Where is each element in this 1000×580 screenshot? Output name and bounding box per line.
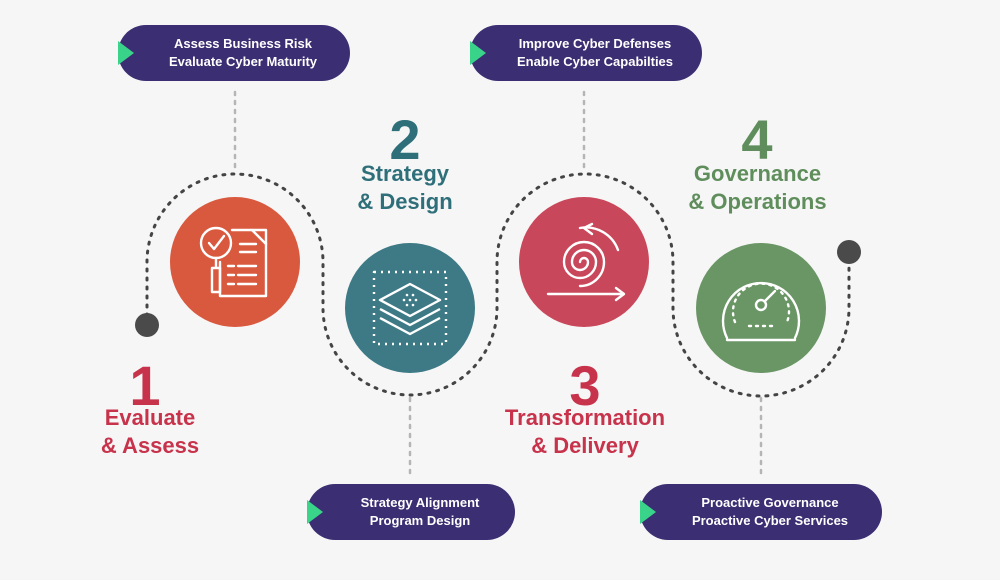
pill-marker-icon bbox=[640, 500, 656, 524]
pill-line: Strategy Alignment bbox=[360, 495, 480, 510]
pill-line: Proactive Cyber Services bbox=[691, 513, 849, 528]
step-4-number: 4 bbox=[741, 108, 773, 171]
step-title-line: & Delivery bbox=[531, 433, 639, 458]
step-2-circle bbox=[345, 243, 475, 373]
step-title-line: Evaluate bbox=[104, 405, 196, 430]
dotted-path bbox=[145, 172, 851, 398]
pill-line: Proactive Governance bbox=[701, 495, 839, 510]
pill-line: Assess Business Risk bbox=[173, 36, 313, 51]
step-3-title: Transformation & Delivery bbox=[480, 404, 690, 460]
step-1-pill: Assess Business Risk Evaluate Cyber Matu… bbox=[118, 25, 350, 81]
step-title-line: & Operations bbox=[688, 189, 827, 214]
pill-marker-icon bbox=[307, 500, 323, 524]
spiral-arrow-icon bbox=[546, 222, 626, 302]
pill-line: Program Design bbox=[369, 513, 471, 528]
step-1-title: Evaluate & Assess bbox=[70, 404, 230, 460]
step-4-circle bbox=[696, 243, 826, 373]
step-title-line: Governance bbox=[693, 161, 822, 186]
magnifier-document-checklist-icon bbox=[199, 226, 268, 298]
step-title-line: Strategy bbox=[360, 161, 450, 186]
step-1-number: 1 bbox=[129, 354, 161, 417]
speedometer-gauge-icon bbox=[721, 281, 801, 342]
step-1-circle bbox=[170, 197, 300, 327]
pill-marker-icon bbox=[470, 41, 486, 65]
step-2-title: Strategy & Design bbox=[325, 160, 485, 216]
start-endpoint bbox=[135, 313, 159, 337]
pill-marker-icon bbox=[118, 41, 134, 65]
step-2-number: 2 bbox=[389, 108, 421, 171]
pill-line: Improve Cyber Defenses bbox=[518, 36, 672, 51]
step-3-pill: Improve Cyber Defenses Enable Cyber Capa… bbox=[470, 25, 702, 81]
step-3-number: 3 bbox=[569, 354, 601, 417]
pill-line: Evaluate Cyber Maturity bbox=[168, 54, 318, 69]
step-3-circle bbox=[519, 197, 649, 327]
step-title-line: & Design bbox=[357, 189, 453, 214]
layers-icon bbox=[372, 270, 448, 346]
end-endpoint bbox=[837, 240, 861, 264]
step-title-line: & Assess bbox=[100, 433, 200, 458]
step-2-pill: Strategy Alignment Program Design bbox=[307, 484, 515, 540]
pill-line: Enable Cyber Capabilties bbox=[516, 54, 674, 69]
step-4-title: Governance & Operations bbox=[670, 160, 845, 216]
step-4-pill: Proactive Governance Proactive Cyber Ser… bbox=[640, 484, 882, 540]
step-title-line: Transformation bbox=[504, 405, 666, 430]
